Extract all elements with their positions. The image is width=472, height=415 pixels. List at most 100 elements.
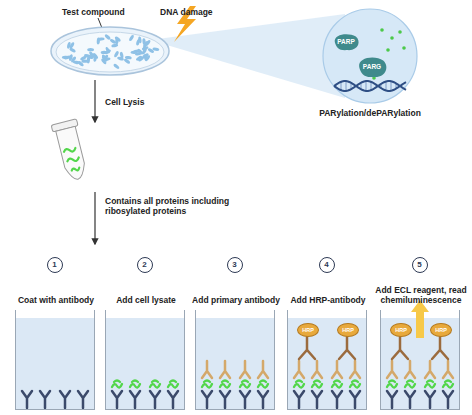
lysate-protein <box>112 381 122 388</box>
secondary-antibody <box>392 337 408 359</box>
dna-rung <box>366 81 367 91</box>
step-number: 5 <box>412 257 428 273</box>
capture-antibody <box>150 391 160 408</box>
primary-antibody <box>443 361 453 378</box>
step-number: 3 <box>227 257 243 273</box>
primary-antibody <box>425 361 435 378</box>
cell <box>113 50 119 57</box>
par-chain <box>386 48 390 52</box>
enzyme-blob: PARG <box>356 56 388 78</box>
hrp-enzyme: HRP <box>337 323 359 337</box>
primary-antibody <box>220 361 230 378</box>
lysate-protein <box>150 381 160 388</box>
cell <box>104 34 111 41</box>
well-contents <box>16 318 459 409</box>
petri-dish-text: Test compound <box>62 8 125 18</box>
well-art <box>106 318 184 409</box>
capture-antibody <box>443 391 453 408</box>
lysate-protein <box>294 381 304 388</box>
cell <box>109 38 116 44</box>
capture-antibody <box>350 391 360 408</box>
lysis-tube <box>51 119 91 183</box>
cell <box>68 54 73 61</box>
cell <box>143 54 147 61</box>
zoom-inset-outline <box>322 8 418 104</box>
lysate-protein <box>240 381 250 388</box>
cell <box>81 60 88 63</box>
lysate-protein <box>332 381 342 388</box>
cell <box>131 51 138 54</box>
capture-antibody <box>425 391 435 408</box>
cell <box>125 56 132 60</box>
primary-antibody <box>202 361 212 378</box>
capture-antibody <box>405 391 415 408</box>
par-chain <box>390 36 394 40</box>
capture-antibody <box>312 391 322 408</box>
well-liquid <box>288 318 366 409</box>
capture-antibody <box>168 391 178 408</box>
capture-antibody <box>202 391 212 408</box>
capture-antibody <box>40 391 50 408</box>
assay-well: Add cell lysate <box>105 310 185 410</box>
cell <box>119 52 124 59</box>
dna-strand <box>334 81 406 91</box>
step-number-text: 4 <box>320 258 333 271</box>
dna-rung <box>391 81 392 91</box>
lysate-protein <box>220 381 230 388</box>
cell <box>128 34 134 41</box>
hrp-enzyme-text: HRP <box>298 324 318 336</box>
cell <box>87 48 94 51</box>
cell <box>62 55 69 59</box>
step-number-text: 3 <box>228 258 241 271</box>
primary-antibody <box>350 361 360 378</box>
petri-dish-text: DNA damage <box>160 8 213 18</box>
dna-strand <box>334 81 406 91</box>
well-liquid <box>196 318 274 409</box>
dna-rung <box>341 82 342 90</box>
step-number-text: 2 <box>138 258 151 271</box>
dna-rung <box>371 82 372 90</box>
zoom-inset: PARylation/dePARylationPARPPARG <box>322 8 418 104</box>
dish-base <box>56 32 164 72</box>
well-art <box>196 318 274 409</box>
primary-antibody <box>387 361 397 378</box>
flow-arrow <box>94 192 95 244</box>
step-note: Cell Lysis <box>105 97 185 107</box>
assay-well-text: Add ECL reagent, read chemiluminescence <box>369 286 472 306</box>
cell <box>103 57 110 62</box>
enzyme-blob: PARP <box>332 33 360 51</box>
hrp-enzyme-text: HRP <box>431 324 451 336</box>
light-emission-arrow <box>411 300 429 338</box>
cell <box>73 60 80 64</box>
capture-antibody <box>22 391 32 408</box>
capture-antibody <box>112 391 122 408</box>
cell <box>113 63 120 70</box>
dna-rung <box>386 81 387 90</box>
well-art <box>288 318 366 409</box>
hrp-enzyme: HRP <box>297 323 319 337</box>
capture-antibody <box>60 391 70 408</box>
zoom-cone <box>150 14 345 98</box>
assay-well-text: Add primary antibody <box>184 296 288 306</box>
assay-well: Add primary antibody <box>195 310 275 410</box>
hrp-enzyme: HRP <box>390 323 412 337</box>
zoom-inset-text: PARylation/dePARylation <box>290 109 450 119</box>
par-chain <box>398 30 402 34</box>
capture-antibody <box>332 391 342 408</box>
cell <box>96 37 100 44</box>
inset-circle <box>323 9 417 103</box>
cell <box>69 47 76 53</box>
step-number-text: 1 <box>48 258 61 271</box>
assay-well-text: Add HRP-antibody <box>276 296 380 306</box>
cell <box>135 55 142 61</box>
lysate-protein <box>443 381 453 388</box>
hrp-enzyme-text: HRP <box>338 324 358 336</box>
par-chain <box>380 28 384 32</box>
step-note: Contains all proteins including ribosyla… <box>105 196 255 216</box>
primary-antibody <box>258 361 268 378</box>
assay-well-text: Coat with antibody <box>4 296 108 306</box>
assay-well: Add ECL reagent, read chemiluminescenceH… <box>380 310 460 410</box>
cell <box>69 42 75 50</box>
lysate-protein <box>258 381 268 388</box>
